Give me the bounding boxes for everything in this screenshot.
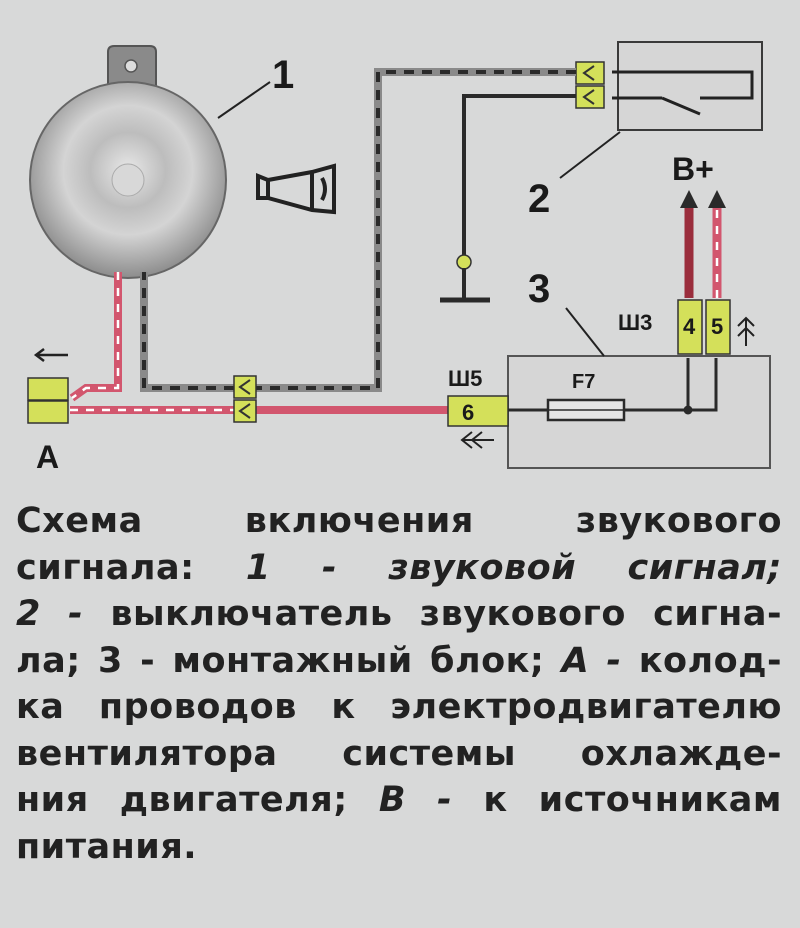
caption-text: ния двигателя; bbox=[16, 780, 379, 820]
caption-line-2: сигнала: 1 - звуковой сигнал; bbox=[16, 545, 782, 592]
junction-dot bbox=[683, 405, 693, 415]
power-wires bbox=[680, 190, 726, 298]
arrow-up-icon bbox=[708, 190, 726, 208]
ground-wire bbox=[462, 94, 576, 262]
switch-number-label: 2 bbox=[528, 177, 550, 221]
horn-mount-hole bbox=[124, 59, 138, 73]
arrow-up-icon bbox=[680, 190, 698, 208]
horn-leader-line bbox=[217, 81, 271, 119]
horn-switch-box bbox=[617, 41, 763, 131]
red-white-wire bbox=[69, 272, 448, 414]
ground-point bbox=[456, 254, 472, 270]
horn-symbol-icon bbox=[256, 163, 336, 215]
connector-a bbox=[27, 377, 69, 424]
switch-leader-line bbox=[559, 131, 621, 179]
caption-item-a-num: А - bbox=[561, 640, 639, 681]
wiring-diagram: 1 2 А bbox=[27, 41, 771, 475]
horn-number-label: 1 bbox=[272, 53, 294, 97]
caption-item-b-num: В - bbox=[378, 780, 484, 820]
pin-5-connector bbox=[705, 299, 731, 355]
horn-component bbox=[29, 45, 227, 279]
pin-4-label: 4 bbox=[683, 314, 696, 339]
sh5-label: Ш5 bbox=[448, 366, 482, 391]
caption-line-8: питания. bbox=[16, 826, 198, 867]
caption-line-6: вентилятора системы охлажде- bbox=[16, 733, 782, 774]
pin-4-connector bbox=[677, 299, 703, 355]
pin-6-connector bbox=[447, 395, 509, 427]
caption-item-2-num: 2 - bbox=[16, 594, 111, 634]
caption-line-7: ния двигателя; В - к источникам bbox=[16, 777, 782, 824]
caption-line-3: 2 - выключатель звукового сигна- bbox=[16, 591, 782, 638]
arrow-left-icon bbox=[33, 348, 68, 362]
connector-a-label: А bbox=[36, 439, 59, 475]
horn-center bbox=[111, 163, 145, 197]
power-label: В+ bbox=[672, 151, 714, 187]
switch-connector bbox=[575, 61, 605, 109]
pin-5-label: 5 bbox=[711, 314, 723, 339]
sh3-label: Ш3 bbox=[618, 310, 652, 335]
caption-item-1: 1 - звуковой сигнал; bbox=[245, 547, 782, 588]
block-number-label: 3 bbox=[528, 267, 550, 311]
middle-connector bbox=[233, 375, 257, 423]
caption-item-b: к источникам bbox=[483, 780, 782, 820]
caption-line-1: Схема включения звукового bbox=[16, 501, 782, 541]
caption-line-4: ла; 3 - монтажный блок; А - колод- bbox=[16, 638, 782, 685]
block-leader-line bbox=[565, 307, 605, 357]
caption-item-a: колод- bbox=[638, 640, 783, 681]
switch-contacts bbox=[612, 70, 754, 116]
diagram-caption: Схема включения звукового сигнала: 1 - з… bbox=[16, 498, 782, 870]
internal-bus bbox=[686, 358, 718, 412]
caption-text: сигнала: bbox=[16, 547, 246, 588]
caption-line-5: ка проводов к электродвигателю bbox=[16, 687, 782, 727]
double-chevron-up-icon bbox=[737, 316, 755, 346]
double-chevron-left-icon bbox=[460, 431, 494, 449]
grey-black-wire bbox=[140, 68, 576, 392]
caption-text: ла; 3 - bbox=[16, 640, 173, 681]
pin-6-label: 6 bbox=[462, 400, 474, 425]
caption-item-3: монтажный блок; bbox=[172, 640, 562, 681]
caption-item-2: выключатель звукового сигна- bbox=[110, 594, 782, 634]
fuse-label: F7 bbox=[572, 371, 595, 393]
fuse-f7 bbox=[508, 398, 716, 422]
